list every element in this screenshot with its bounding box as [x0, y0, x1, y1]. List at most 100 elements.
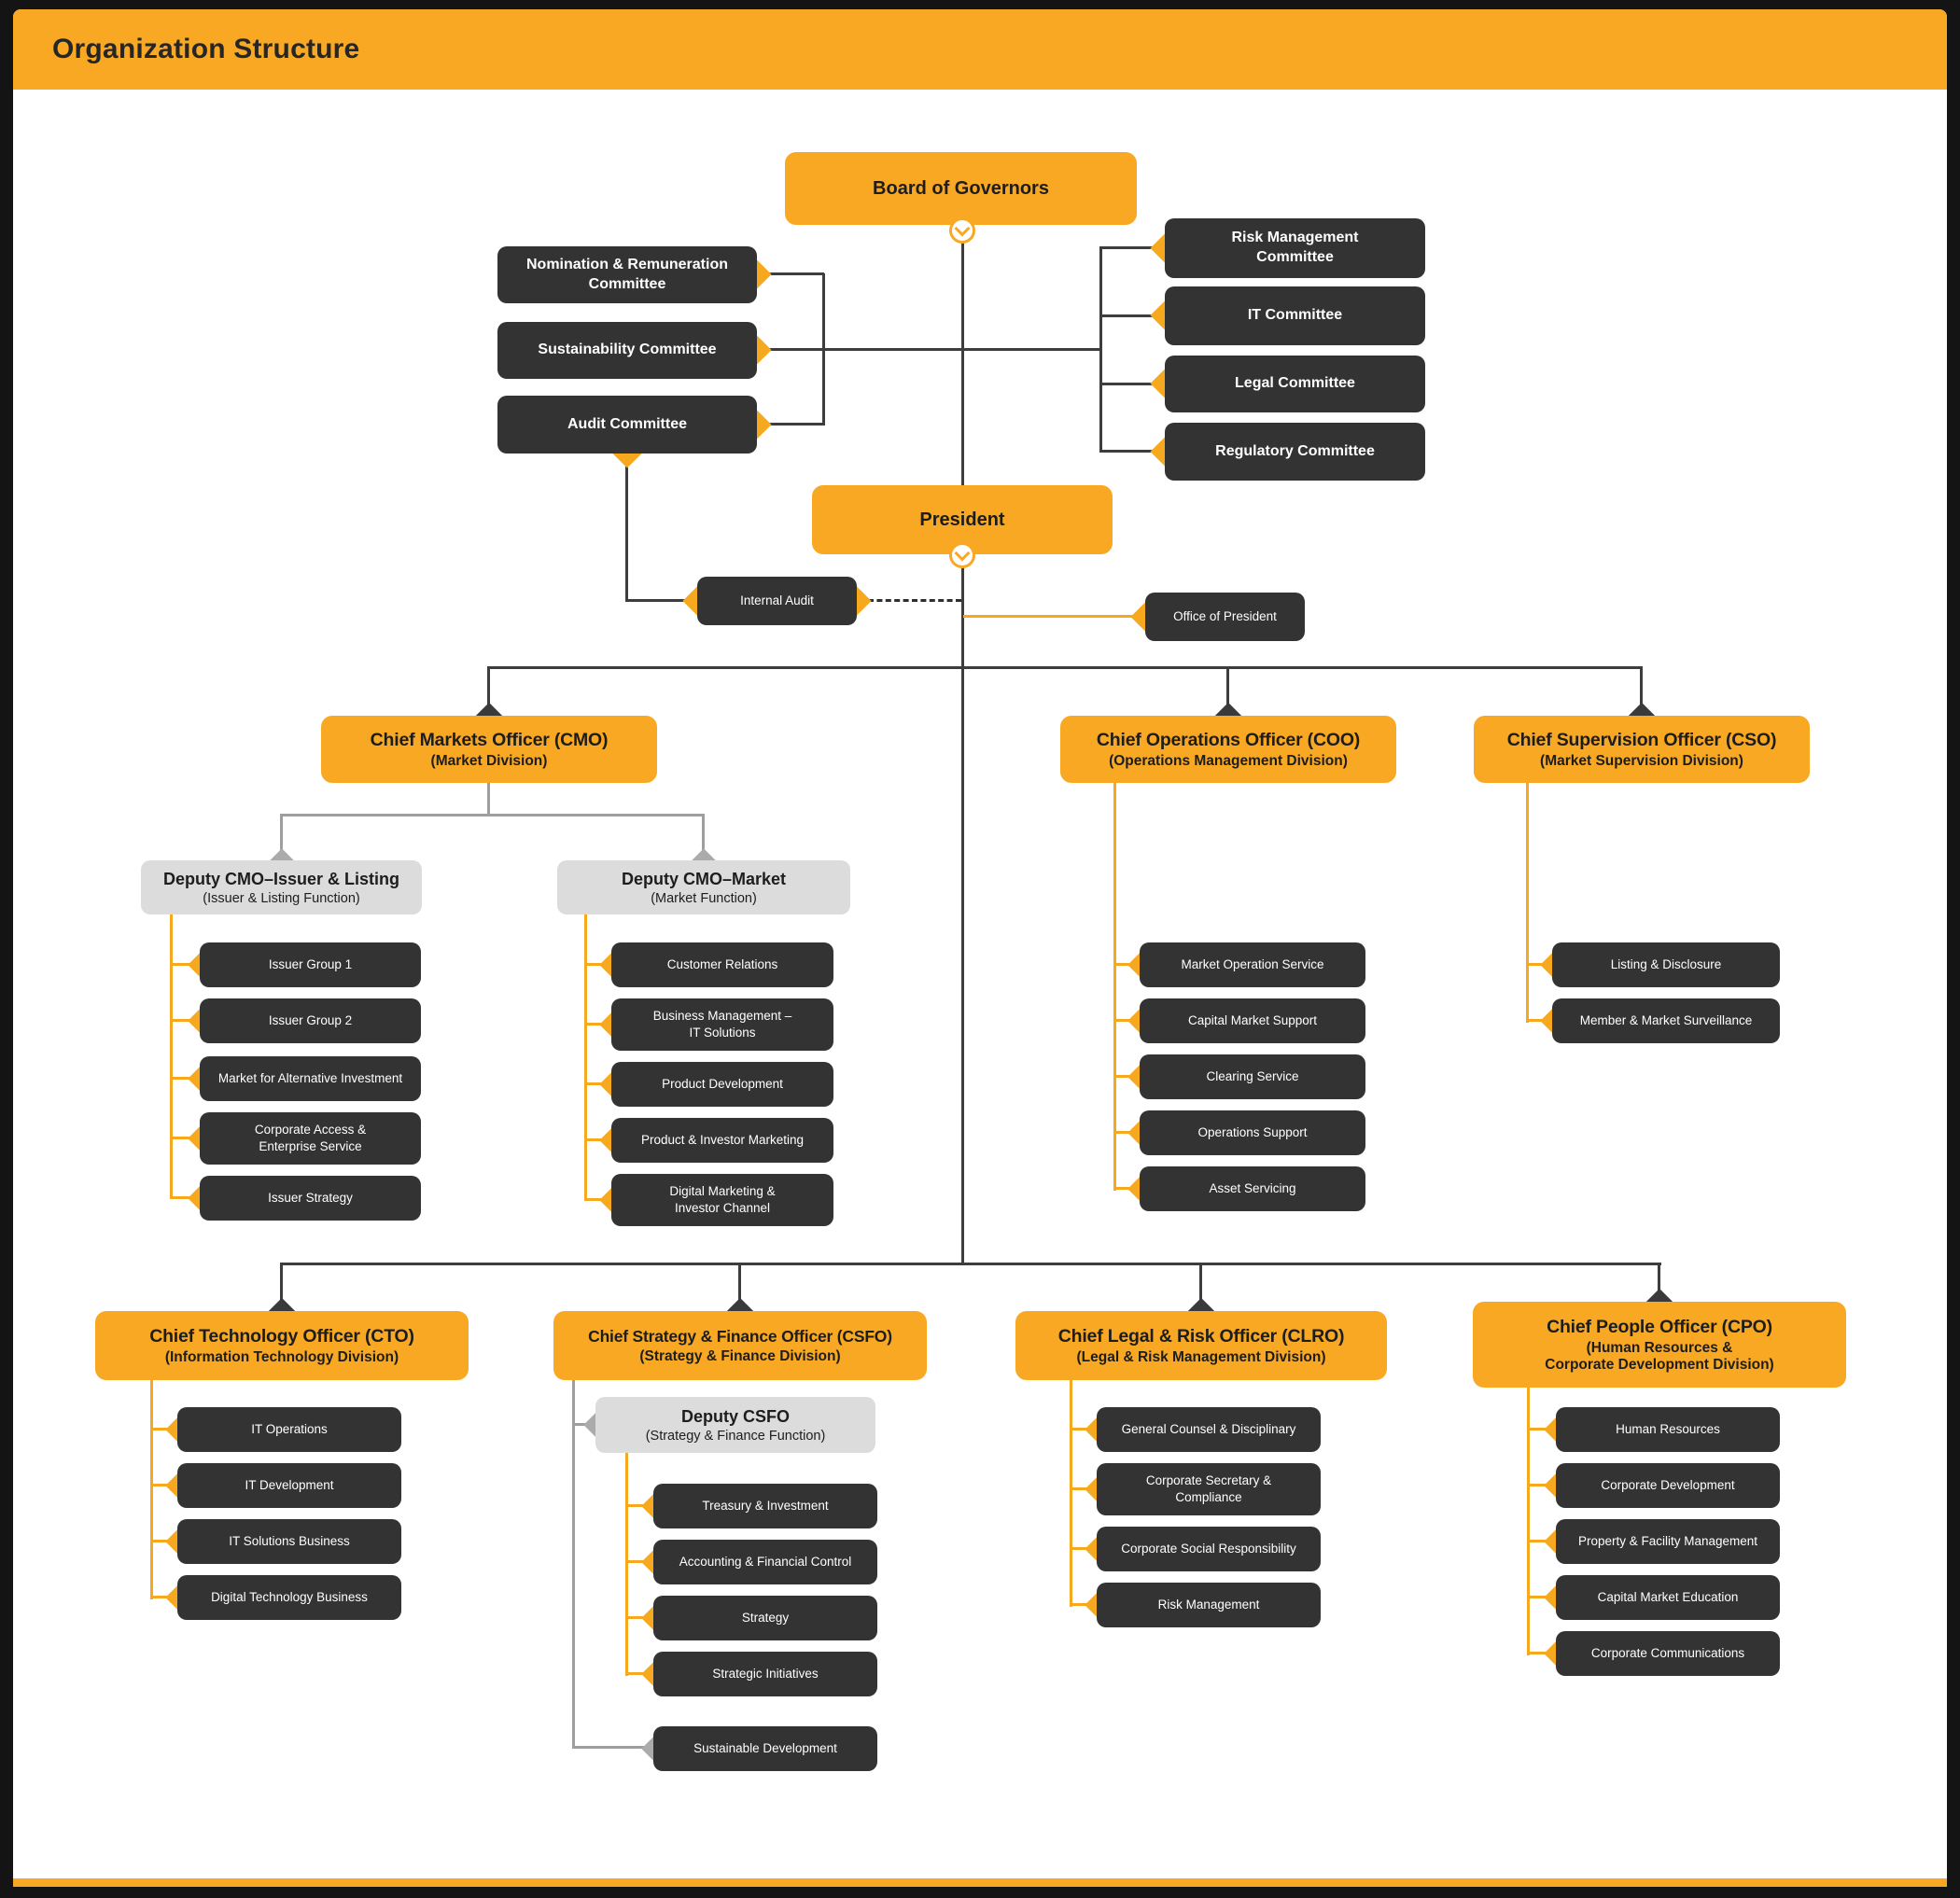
node-csfo: Chief Strategy & Finance Officer (CSFO) …	[553, 1311, 927, 1380]
node-cso: Chief Supervision Officer (CSO) (Market …	[1474, 716, 1810, 783]
node-issuer-group-2: Issuer Group 2	[200, 998, 421, 1043]
node-label: Risk Management	[1231, 230, 1359, 246]
connector-line	[584, 1198, 611, 1201]
node-clro: Chief Legal & Risk Officer (CLRO) (Legal…	[1015, 1311, 1387, 1380]
node-legal-committee: Legal Committee	[1165, 356, 1425, 412]
connector-line	[1113, 1019, 1140, 1022]
collapse-toggle-president[interactable]	[949, 542, 975, 568]
node-label: Chief Technology Officer (CTO)	[149, 1325, 414, 1347]
node-label: Deputy CSFO	[680, 1406, 790, 1426]
connector-line	[1113, 1187, 1140, 1190]
node-label: Business Management –	[652, 1009, 792, 1024]
node-it-development: IT Development	[177, 1463, 401, 1508]
connector-line	[757, 272, 824, 275]
node-label: Chief Strategy & Finance Officer (CSFO)	[588, 1326, 892, 1346]
node-label: Corporate Access &	[254, 1123, 367, 1137]
node-sublabel: (Market Division)	[430, 752, 548, 769]
node-label: Chief Legal & Risk Officer (CLRO)	[1057, 1325, 1345, 1347]
connector-line	[757, 348, 1101, 351]
node-label-line2: Committee	[1256, 249, 1334, 265]
node-label: IT Committee	[1247, 307, 1343, 324]
node-label: Capital Market Support	[1187, 1013, 1318, 1028]
node-product-development: Product Development	[611, 1062, 833, 1107]
node-human-resources: Human Resources	[1556, 1407, 1780, 1452]
connector-line	[702, 814, 705, 860]
node-label: Legal Committee	[1235, 375, 1355, 392]
dotted-connector-line	[868, 599, 961, 602]
connector-line	[625, 1672, 653, 1675]
connector-line	[625, 1504, 653, 1507]
connector-line	[1099, 314, 1165, 317]
node-internal-audit: Internal Audit	[697, 577, 857, 625]
connector-line	[170, 1077, 200, 1080]
node-deputy-cmo-issuer-listing: Deputy CMO–Issuer & Listing (Issuer & Li…	[141, 860, 422, 914]
node-issuer-group-1: Issuer Group 1	[200, 942, 421, 987]
node-label: Board of Governors	[873, 177, 1049, 199]
connector-line	[280, 814, 283, 860]
connector-line	[572, 1746, 653, 1749]
connector-line	[584, 1082, 611, 1085]
node-member-market-surveillance: Member & Market Surveillance	[1552, 998, 1780, 1043]
connector-line	[150, 1380, 153, 1599]
node-label: Chief People Officer (CPO)	[1547, 1316, 1772, 1337]
connector-line	[1527, 1652, 1556, 1654]
connector-line	[487, 783, 490, 816]
connector-line	[1070, 1547, 1097, 1550]
collapse-toggle-board[interactable]	[949, 217, 975, 244]
connector-line	[625, 454, 628, 601]
node-sublabel: (Operations Management Division)	[1109, 752, 1348, 769]
node-label: Asset Servicing	[1209, 1181, 1296, 1196]
connector-line	[150, 1540, 177, 1542]
connector-line	[625, 1560, 653, 1563]
connector-line	[1226, 666, 1229, 716]
node-label: Product & Investor Marketing	[640, 1133, 805, 1148]
node-general-counsel-disciplinary: General Counsel & Disciplinary	[1097, 1407, 1321, 1452]
node-it-committee: IT Committee	[1165, 286, 1425, 345]
node-label: General Counsel & Disciplinary	[1121, 1422, 1296, 1437]
node-sublabel: (Issuer & Listing Function)	[203, 890, 360, 906]
connector-line	[572, 1380, 575, 1749]
node-label: Sustainability Committee	[538, 342, 717, 358]
connector-line	[625, 599, 700, 602]
node-label: Market for Alternative Investment	[217, 1071, 403, 1086]
node-label: IT Operations	[251, 1422, 328, 1437]
node-corporate-access-enterprise-service: Corporate Access & Enterprise Service	[200, 1112, 421, 1165]
connector-line	[170, 1019, 200, 1022]
node-label: Risk Management	[1157, 1598, 1260, 1612]
node-label: Product Development	[662, 1077, 783, 1092]
node-label: Issuer Group 1	[268, 957, 353, 972]
connector-line	[1070, 1487, 1097, 1490]
node-label: Internal Audit	[740, 593, 814, 608]
connector-line	[1527, 1484, 1556, 1486]
node-label: Issuer Strategy	[268, 1191, 353, 1206]
connector-line	[1527, 1596, 1556, 1598]
node-sublabel: (Legal & Risk Management Division)	[1076, 1348, 1326, 1365]
connector-line	[1070, 1380, 1072, 1607]
chevron-down-icon	[954, 545, 971, 562]
connector-line	[757, 423, 824, 426]
node-label-line2: Investor Channel	[674, 1201, 771, 1215]
node-label: Capital Market Education	[1597, 1590, 1739, 1605]
node-board-of-governors: Board of Governors	[785, 152, 1137, 225]
connector-line	[280, 1263, 283, 1311]
connector-line	[584, 1138, 611, 1141]
connector-line	[1199, 1263, 1202, 1311]
connector-line	[1099, 383, 1165, 385]
connector-line	[170, 914, 173, 1199]
node-label: Treasury & Investment	[702, 1499, 829, 1514]
connector-line	[170, 1196, 200, 1199]
node-sublabel: (Human Resources &	[1586, 1339, 1733, 1356]
connector-line	[1113, 963, 1140, 966]
connector-line	[961, 241, 964, 485]
connector-line	[280, 814, 705, 816]
connector-line	[1527, 1428, 1556, 1430]
node-digital-marketing-investor-channel: Digital Marketing & Investor Channel	[611, 1174, 833, 1226]
node-capital-market-support: Capital Market Support	[1140, 998, 1365, 1043]
connector-line	[1113, 1131, 1140, 1134]
node-label: Human Resources	[1616, 1422, 1720, 1437]
connector-line	[963, 615, 1145, 618]
connector-line	[625, 1616, 653, 1619]
node-sublabel: (Strategy & Finance Division)	[639, 1347, 841, 1364]
connector-line	[1113, 783, 1116, 1191]
